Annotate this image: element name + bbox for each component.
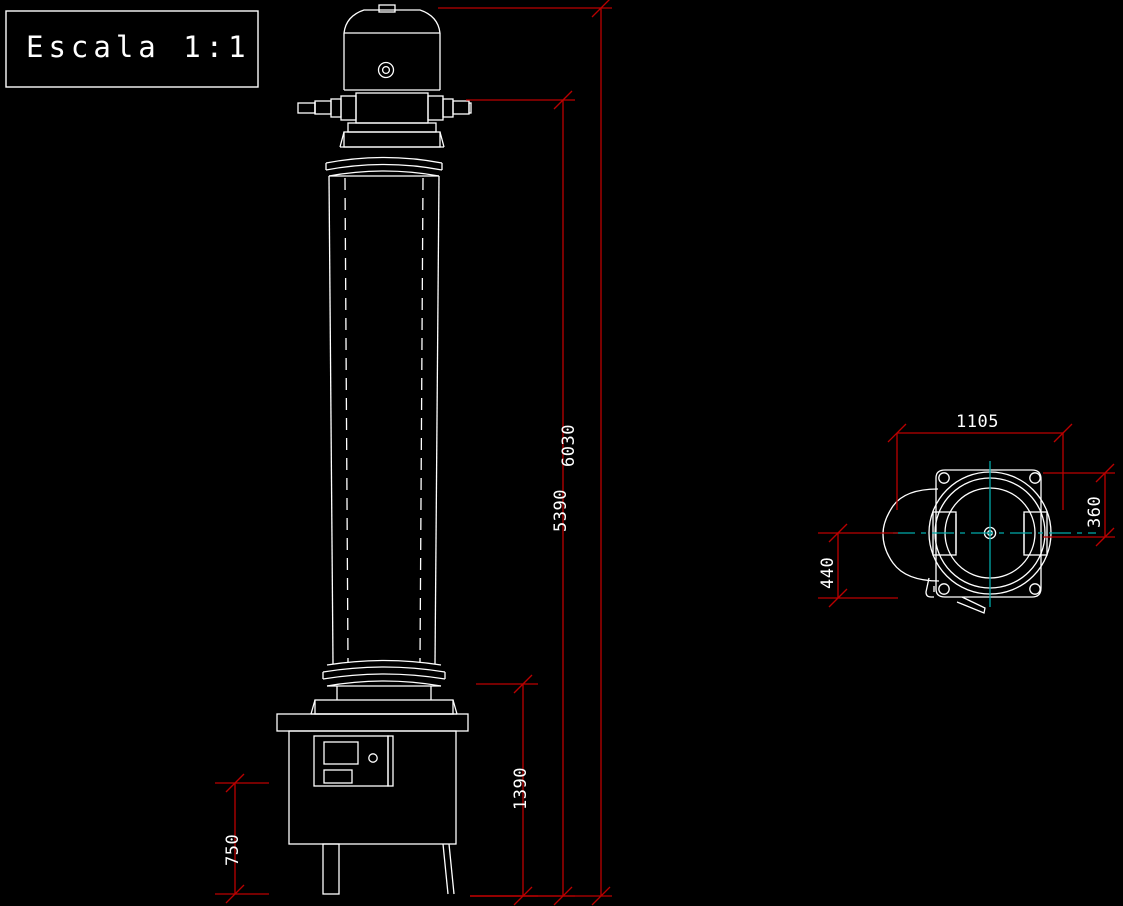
dimension-label-5390: 5390 (551, 489, 571, 532)
base-plate (276, 713, 469, 732)
title-block-frame (5, 10, 259, 88)
insulator-bottom-sheds (322, 659, 446, 687)
insulator-column-outline (328, 175, 440, 665)
plan-view-geometry (882, 469, 1052, 614)
dimension-360 (1043, 463, 1115, 547)
dimension-label-1105: 1105 (956, 412, 999, 432)
panel-knob (368, 753, 378, 763)
dimension-label-750: 750 (223, 833, 243, 866)
plan-teardrop-extension (882, 488, 940, 582)
plan-outer-flange (935, 469, 1042, 598)
lower-collar (310, 686, 458, 715)
elevation-dimension-lines (215, 0, 612, 906)
title-block-scale-text: Escala 1:1 (26, 30, 251, 64)
control-panel (313, 735, 394, 787)
dimension-label-1390: 1390 (511, 767, 531, 810)
panel-divider (387, 735, 394, 787)
label-plate (323, 769, 353, 784)
dimension-label-6030: 6030 (559, 424, 579, 467)
dimension-440 (818, 523, 898, 608)
plan-dimension-lines (818, 423, 1115, 608)
dimension-label-360: 360 (1085, 495, 1105, 528)
display-window (323, 741, 359, 765)
control-cabinet (288, 730, 457, 845)
dimension-1105 (887, 423, 1073, 510)
upper-flange-stack (339, 122, 445, 148)
plan-centerlines (893, 461, 1096, 607)
dimension-1390 (470, 674, 538, 906)
plan-bolt-holes (938, 472, 1041, 595)
nozzle-cylinder-assembly (297, 92, 472, 124)
cable (442, 843, 455, 895)
plan-lug-detail (925, 577, 935, 598)
dimension-label-440: 440 (818, 556, 838, 589)
elevation-view-geometry (276, 4, 472, 895)
support-leg (322, 843, 340, 895)
plan-bottom-tab (956, 596, 986, 614)
dimension-750 (215, 773, 269, 904)
dome-head (343, 4, 441, 91)
insulator-top-sheds (325, 156, 443, 177)
insulator-column-hidden-lines (344, 177, 424, 663)
